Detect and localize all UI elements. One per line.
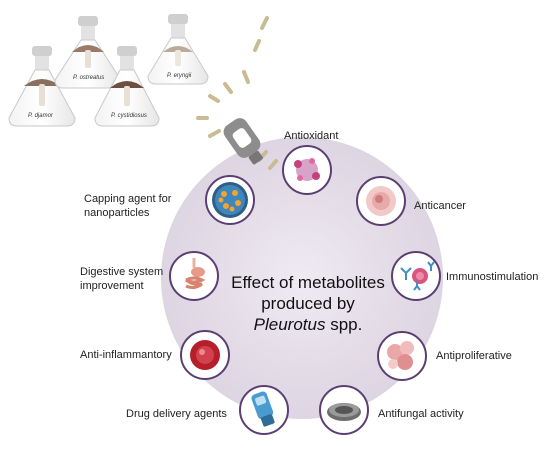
zipper-pull-icon — [223, 118, 263, 165]
anti-inflammatory-node — [180, 330, 230, 380]
digestive-node — [169, 251, 219, 301]
flask-p-eryngii — [147, 14, 209, 85]
flask-p-djamor — [8, 46, 76, 127]
flask-p-cystidiosus — [94, 46, 160, 127]
digestive-system-icon — [185, 258, 206, 290]
immunostimulation-node — [391, 251, 441, 301]
nanoparticles-icon — [212, 182, 248, 218]
center-title-line2: produced by — [261, 294, 355, 313]
unzip-dashes — [196, 16, 278, 170]
inflamed-tissue-icon — [190, 340, 220, 370]
label-digestive-line2: improvement — [80, 280, 144, 292]
label-antifungal: Antifungal activity — [378, 408, 464, 420]
cell-cluster-icon — [387, 341, 414, 370]
center-title-line3: Pleurotus spp. — [208, 314, 408, 335]
flask-label-p-cystidiosus: P. cystidiosus — [111, 113, 147, 119]
label-antioxidant: Antioxidant — [284, 130, 339, 142]
molecule-cluster-icon — [294, 158, 320, 181]
label-anti-inflammatory: Anti-inflammantory — [80, 349, 172, 361]
flask-label-p-djamor: P. djamor — [28, 113, 54, 119]
antifungal-node — [319, 385, 369, 435]
capping-node — [205, 175, 255, 225]
antibody-virus-icon — [400, 261, 435, 291]
label-anticancer: Anticancer — [414, 200, 466, 212]
petri-dish-icon — [327, 403, 361, 421]
antioxidant-node — [282, 145, 332, 195]
drug-delivery-node — [239, 385, 289, 435]
flask-label-p-ostreatus: P. ostreatus — [73, 75, 104, 81]
label-antiproliferative: Antiproliferative — [436, 350, 512, 362]
center-title-line1: Effect of metabolites — [231, 273, 385, 292]
flask-label-p-eryngii: P. eryngii — [167, 73, 192, 79]
center-title-genus: Pleurotus — [253, 315, 326, 334]
label-immunostimulation: Immunostimulation — [446, 271, 539, 283]
label-capping-line1: Capping agent for — [84, 193, 172, 205]
label-drug-delivery: Drug delivery agents — [126, 408, 227, 420]
cancer-cell-icon — [366, 186, 396, 216]
label-digestive-line1: Digestive system — [80, 266, 164, 278]
center-title-suffix: spp. — [325, 315, 363, 334]
anticancer-node — [356, 176, 406, 226]
label-capping: Capping agent for nanoparticles — [84, 192, 171, 220]
center-title: Effect of metabolites produced by Pleuro… — [208, 272, 408, 335]
label-capping-line2: nanoparticles — [84, 207, 150, 219]
inhaler-icon — [251, 391, 275, 427]
antiproliferative-node — [377, 331, 427, 381]
label-digestive: Digestive system improvement — [80, 265, 163, 293]
